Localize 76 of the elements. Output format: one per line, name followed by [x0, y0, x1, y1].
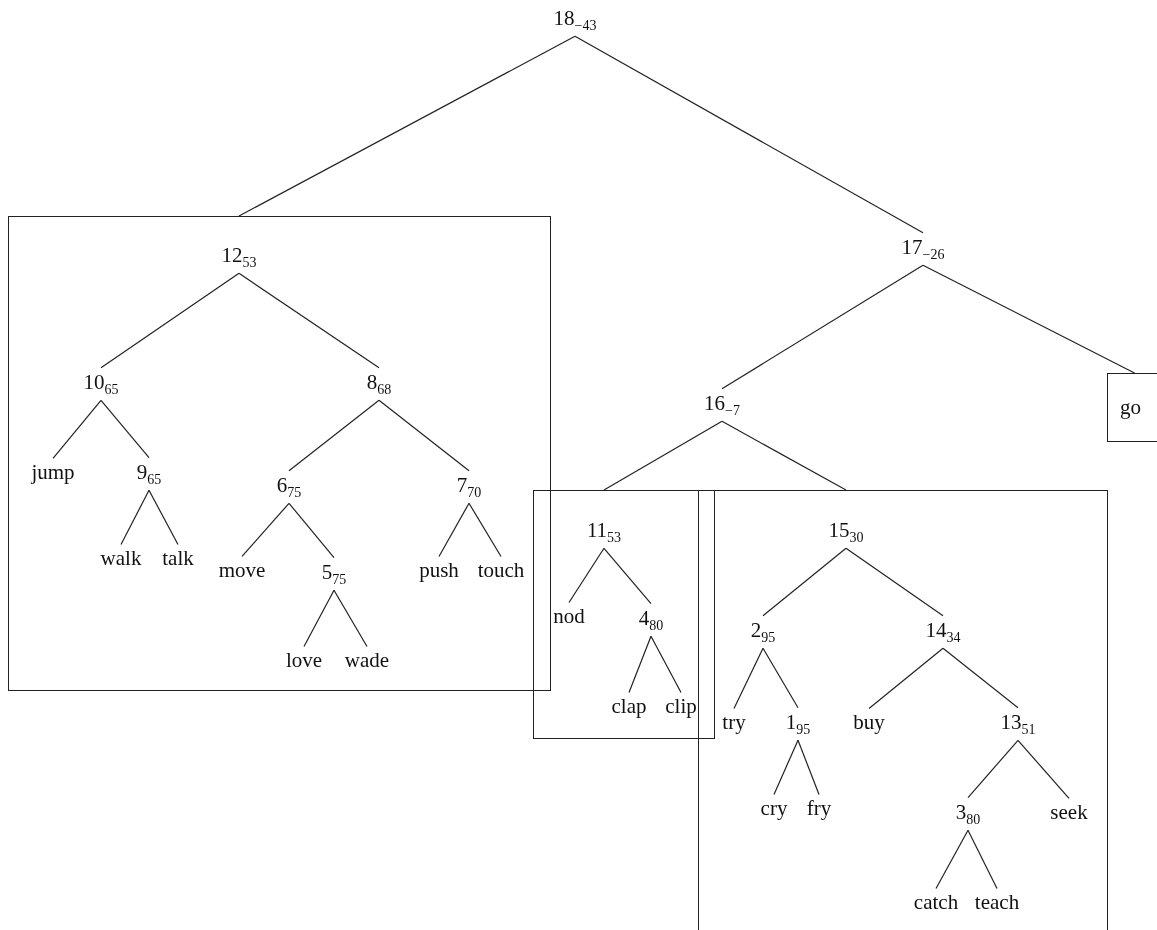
tree-node-label: talk [162, 547, 194, 571]
tree-branch [942, 647, 1019, 709]
tree-branch [100, 272, 240, 369]
tree-node-label: 4$_{80}$ [638, 606, 664, 634]
tree-node-label: 10$_{65}$ [83, 370, 119, 398]
tree-branch [603, 420, 723, 491]
tree-node-label: buy [853, 711, 885, 735]
tree-node-label: 17$_{−26}$ [901, 235, 945, 263]
tree-node-label: 11$_{53}$ [586, 518, 622, 546]
tree-branch [303, 589, 335, 648]
tree-node-label: move [218, 559, 266, 583]
tree-node-label: 12$_{53}$ [221, 243, 257, 271]
tree-branch [845, 547, 944, 617]
tree-branch [967, 739, 1019, 799]
tree-branch [603, 547, 652, 605]
tree-node-label: 8$_{68}$ [366, 370, 392, 398]
tree-node-label: teach [974, 891, 1020, 915]
tree-branch [100, 399, 150, 459]
tree-node-label: love [285, 649, 323, 673]
tree-branch [762, 547, 847, 617]
tree-branch [333, 589, 368, 648]
tree-branch [935, 829, 969, 890]
group-box [533, 490, 715, 739]
tree-branch [733, 647, 764, 710]
tree-branch [568, 547, 605, 604]
tree-branch [773, 739, 799, 796]
tree-branch [721, 264, 924, 390]
tree-node-label: clap [611, 695, 647, 719]
group-box [698, 490, 1108, 930]
tree-branch [241, 502, 290, 558]
tree-node-label: 9$_{65}$ [136, 460, 162, 488]
tree-branch [721, 420, 847, 491]
tree-node-label: touch [477, 559, 525, 583]
tree-node-label: 16$_{−7}$ [704, 391, 740, 419]
tree-branch [120, 489, 150, 546]
tree-node-label: seek [1050, 801, 1088, 825]
tree-branch [797, 739, 820, 796]
tree-branch [238, 35, 576, 217]
tree-branch [288, 399, 380, 472]
tree-branch [628, 635, 652, 694]
tree-node-label: 6$_{75}$ [276, 473, 302, 501]
tree-node-label: cry [760, 797, 788, 821]
tree-branch [1017, 739, 1070, 800]
tree-branch [868, 647, 944, 710]
tree-node-label: 5$_{75}$ [321, 560, 347, 588]
tree-node-label: 18$_{−43}$ [553, 6, 597, 34]
tree-node-label: catch [913, 891, 959, 915]
tree-node-label: 3$_{80}$ [955, 800, 981, 828]
tree-node-label: fry [806, 797, 832, 821]
tree-node-label: nod [553, 605, 585, 629]
tree-branch [650, 635, 682, 694]
tree-node-label: walk [100, 547, 142, 571]
tree-node-label: wade [344, 649, 390, 673]
leaf-box: go [1107, 373, 1157, 442]
tree-branch [438, 502, 470, 558]
tree-branch [238, 272, 380, 369]
tree-branch [288, 502, 335, 559]
tree-branch [148, 489, 179, 546]
tree-branch [52, 399, 102, 460]
tree-branch [378, 399, 470, 472]
tree-node-label: try [722, 711, 746, 735]
tree-node-label: 1$_{95}$ [785, 710, 811, 738]
tree-node-label: 7$_{70}$ [456, 473, 482, 501]
tree-node-label: push [419, 559, 459, 583]
tree-branch [967, 829, 998, 890]
tree-branch [922, 264, 1136, 374]
tree-branch [574, 35, 924, 234]
tree-node-label: clip [665, 695, 697, 719]
tree-node-label: jump [31, 461, 75, 485]
tree-node-label: 15$_{30}$ [828, 518, 864, 546]
tree-node-label: 14$_{34}$ [925, 618, 961, 646]
tree-node-label: 2$_{95}$ [750, 618, 776, 646]
tree-branch [762, 647, 799, 709]
tree-branch [468, 502, 502, 558]
group-box [8, 216, 551, 691]
tree-node-label: 13$_{51}$ [1000, 710, 1036, 738]
